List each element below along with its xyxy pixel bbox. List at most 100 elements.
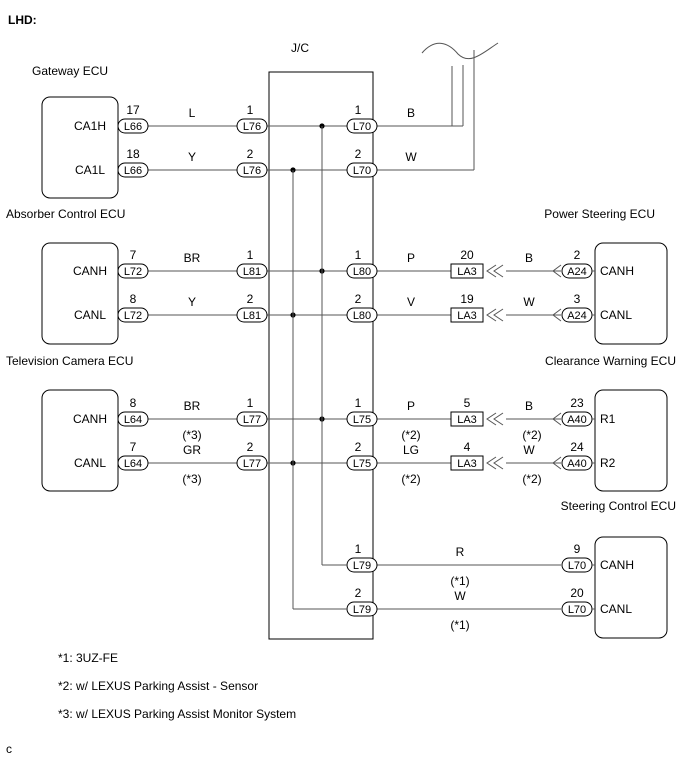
pin-number-jc-in: 2 [247,147,254,161]
ecu-pin-label: CANL [600,602,632,616]
connector-jc-in-label: L81 [243,266,261,278]
connector-jc-out-label: L75 [353,458,371,470]
ecu-name: Absorber Control ECU [6,207,125,221]
pin-number-jc-in: 1 [247,248,254,262]
connector-jc-in: L81 [236,263,268,279]
connector-left-label: L66 [124,165,142,177]
pin-number-right: 2 [574,248,581,262]
wire-color-right: LG [403,443,419,457]
pin-number-right: 9 [574,542,581,556]
connector-jc-out-label: L70 [353,165,371,177]
connector-chevron [486,456,504,470]
pin-number-jc-in: 2 [247,440,254,454]
wire-color-far: W [523,295,535,309]
connector-jc-out-label: L79 [353,604,371,616]
wire-color-right: W [454,589,466,603]
connector-left: L64 [117,411,149,427]
connector-jc-in-label: L77 [243,458,261,470]
pin-number-left: 8 [130,292,137,306]
connector-jc-out: L70 [346,162,378,178]
connector-right-label: A40 [567,458,587,470]
connector-jc-in: L76 [236,118,268,134]
pin-number-right: 24 [570,440,584,454]
ecu-pin-label: CANH [73,264,107,278]
wire-note-right: (*2) [401,428,420,442]
connector-left: L72 [117,307,149,323]
footnote-3: *3: w/ LEXUS Parking Assist Monitor Syst… [58,707,296,721]
connector-jc-in-label: L76 [243,121,261,133]
ecu-box [594,242,668,345]
connector-mid-label: LA3 [457,266,477,278]
footnote-1: *1: 3UZ-FE [58,651,118,665]
pin-number-jc-out: 2 [355,440,362,454]
wire-note-far: (*2) [522,428,541,442]
connector-right-label: L70 [568,560,586,572]
pin-number-left: 7 [130,440,137,454]
ecu-pin-label: CANH [600,558,634,572]
connector-mid: LA3 [450,411,484,427]
connector-right-label: L70 [568,604,586,616]
pin-number-left: 17 [126,103,140,117]
wire-note-right: (*2) [401,472,420,486]
connector-jc-out-label: L80 [353,266,371,278]
pin-number-jc-out: 1 [355,396,362,410]
wire-color-right: P [407,251,415,265]
connector-jc-in: L77 [236,411,268,427]
wire-color-left: Y [188,295,196,309]
wire-color-far: B [525,251,533,265]
connector-jc-in-label: L81 [243,310,261,322]
connector-mid-label: LA3 [457,414,477,426]
connector-left-label: L64 [124,414,142,426]
footnote-2: *2: w/ LEXUS Parking Assist - Sensor [58,679,258,693]
ecu-pin-label: R1 [600,412,616,426]
connector-right: L70 [561,557,593,573]
pin-number-jc-out: 2 [355,586,362,600]
ecu-pin-label: CA1H [74,119,106,133]
connector-jc-in: L76 [236,162,268,178]
connector-right: A40 [561,455,593,471]
far-chevron [552,308,562,322]
connector-chevron [486,412,504,426]
connector-jc-out: L75 [346,411,378,427]
connector-jc-in-label: L77 [243,414,261,426]
connector-right-label: A24 [567,310,587,322]
connector-right: A24 [561,263,593,279]
connector-jc-out-label: L70 [353,121,371,133]
pin-number-jc-out: 1 [355,542,362,556]
connector-mid-label: LA3 [457,310,477,322]
connector-jc-out: L70 [346,118,378,134]
wire-color-left: BR [184,251,201,265]
pin-number-mid: 5 [464,396,471,410]
connector-left: L66 [117,118,149,134]
pin-number-mid: 20 [460,248,474,262]
pin-number-left: 8 [130,396,137,410]
connector-jc-out-label: L80 [353,310,371,322]
ecu-name: Television Camera ECU [6,354,133,368]
wire-color-right: W [405,150,417,164]
connector-right: A24 [561,307,593,323]
far-chevron [552,264,562,278]
connector-jc-out: L80 [346,263,378,279]
pin-number-left: 7 [130,248,137,262]
wire-color-left: GR [183,443,201,457]
wire-color-left: L [189,106,196,120]
connector-mid-label: LA3 [457,458,477,470]
connector-left-label: L72 [124,310,142,322]
connector-mid: LA3 [450,307,484,323]
connector-left: L72 [117,263,149,279]
wire-color-right: P [407,399,415,413]
connector-chevron [486,308,504,322]
ecu-name: Power Steering ECU [544,207,655,221]
wire-break-mark [421,42,499,60]
